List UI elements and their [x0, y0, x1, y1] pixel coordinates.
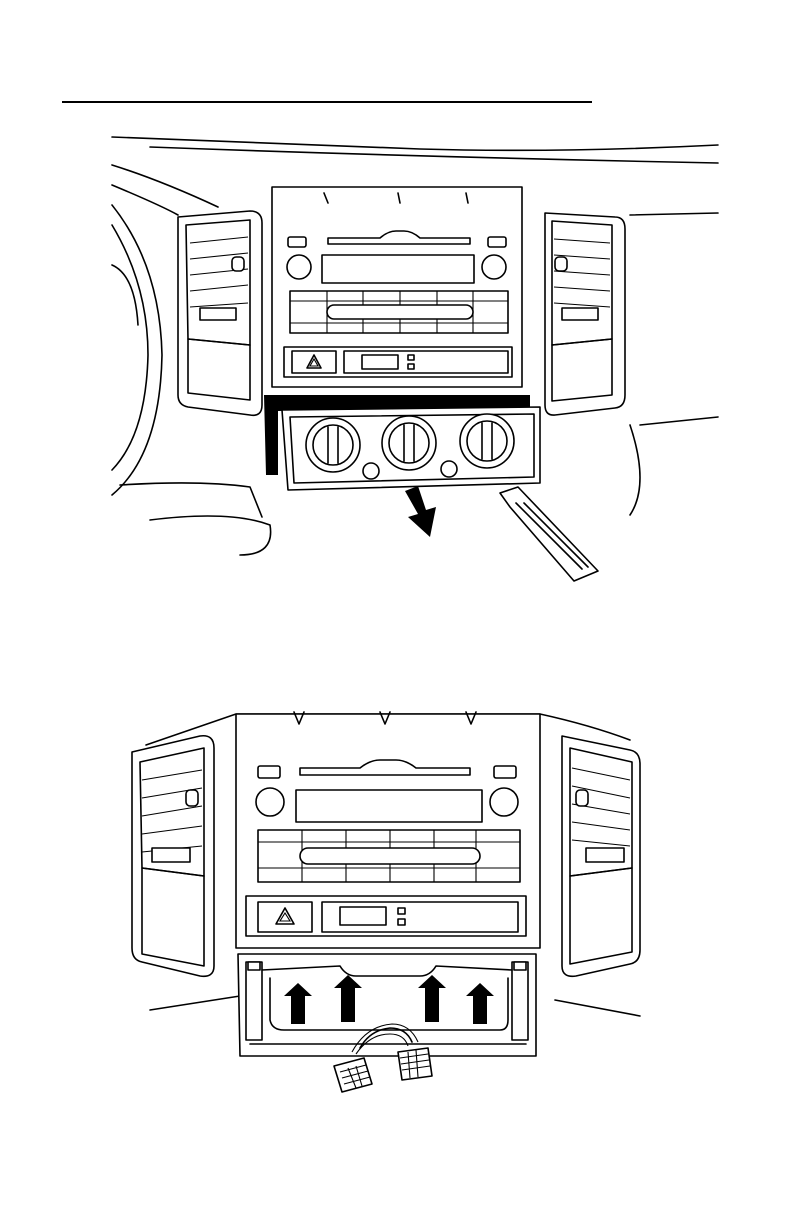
- lower-dash-left: [120, 483, 262, 517]
- clock-display: [362, 355, 398, 369]
- steering-wheel-outer: [112, 205, 162, 495]
- clock-button-m: [398, 919, 405, 925]
- dash-right-lower: [640, 417, 718, 425]
- climate-knob-right: [460, 414, 514, 468]
- figure-1-svg: [0, 125, 793, 595]
- climate-button-right: [441, 461, 457, 477]
- radio-button-right-small: [494, 766, 516, 778]
- figure-remove-climate-panel: [0, 125, 793, 595]
- clip-right-top: [514, 962, 526, 970]
- tune-knob: [490, 788, 518, 816]
- volume-knob: [256, 788, 284, 816]
- right-vent-tab: [562, 308, 598, 320]
- panel-removal-tool: [500, 487, 598, 581]
- clock-display: [340, 907, 386, 925]
- header-rule: [62, 101, 592, 103]
- radio-button-right-small: [488, 237, 506, 247]
- lower-dash-left-2: [150, 516, 271, 555]
- radio-button-left-small: [258, 766, 280, 778]
- left-vent-knob: [186, 790, 198, 806]
- radio-button-left-small: [288, 237, 306, 247]
- figure-2-svg: [0, 700, 793, 1120]
- dash-left-lower: [150, 996, 240, 1010]
- steering-wheel-inner: [112, 225, 148, 470]
- volume-knob: [287, 255, 311, 279]
- climate-knob-left: [306, 418, 360, 472]
- figure-release-clips: [0, 700, 793, 1120]
- hazard-button: [258, 902, 312, 932]
- clock-button-h: [398, 908, 405, 914]
- left-vent-tab: [152, 848, 190, 862]
- preset-center-bar: [327, 305, 473, 319]
- radio-display: [296, 790, 482, 822]
- tune-knob: [482, 255, 506, 279]
- climate-knob-center: [382, 416, 436, 470]
- right-vent-tab: [586, 848, 624, 862]
- preset-center-bar: [300, 848, 480, 864]
- radio-display: [322, 255, 474, 283]
- clock-button-m: [408, 364, 414, 369]
- left-vent-tab: [200, 308, 236, 320]
- dash-left-contour: [112, 165, 218, 207]
- wire-connector-left: [334, 1058, 372, 1092]
- left-vent-knob: [232, 257, 244, 271]
- dash-right-curve: [630, 425, 640, 515]
- dash-right-contour: [630, 213, 718, 215]
- clip-left-top: [248, 962, 260, 970]
- right-vent-knob: [555, 257, 567, 271]
- dash-right-lower: [555, 1000, 640, 1016]
- panel-removal-tool-slot: [516, 503, 582, 569]
- wire-connector-right: [398, 1048, 432, 1080]
- dash-left-contour-2: [112, 185, 178, 215]
- right-vent-knob: [576, 790, 588, 806]
- climate-button-left: [363, 463, 379, 479]
- clock-button-h: [408, 355, 414, 360]
- pull-direction-arrow: [405, 486, 436, 537]
